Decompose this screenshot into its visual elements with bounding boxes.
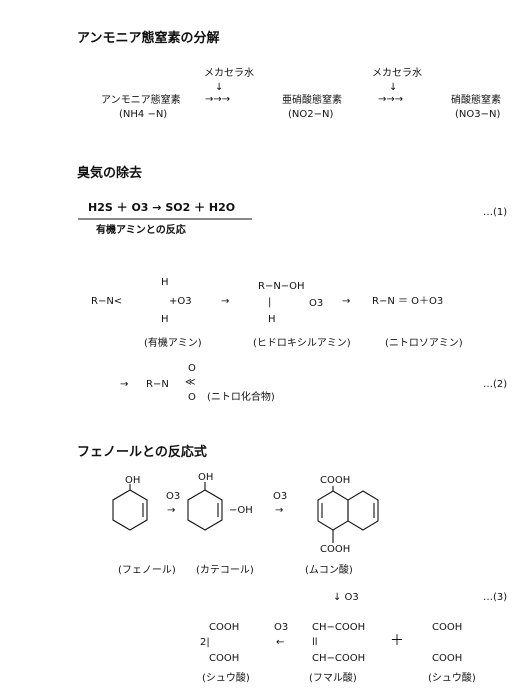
ozone: O3 — [166, 491, 181, 502]
h-atom: H — [161, 314, 169, 325]
reagent-label: メカセラ水 — [372, 68, 422, 79]
amine-subheading: 有機アミンとの反応 — [96, 225, 186, 236]
label-catechol: (カテコール) — [196, 565, 254, 576]
carboxyl-group: COOH — [320, 475, 351, 486]
carboxyl-group: COOH — [320, 544, 351, 555]
carboxyl-group: COOH — [209, 653, 240, 664]
reaction-arrow-left: ← — [276, 637, 285, 648]
ozone: O3 — [309, 298, 324, 309]
section-title-phenol: フェノールとの反応式 — [77, 445, 207, 460]
hydroxyl-group: OH — [198, 472, 214, 483]
nitrite-nitrogen-label: 亜硝酸態窒素 — [282, 95, 342, 106]
reagent-label: メカセラ水 — [204, 68, 254, 79]
ozone: O3 — [274, 622, 289, 633]
muconic-ring-right — [347, 490, 379, 531]
ozone-down-arrow: ↓ O3 — [333, 592, 359, 603]
section-title-ammonia: アンモニア態窒素の分解 — [77, 31, 220, 46]
label-nitrosoamine: (ニトロソアミン) — [385, 338, 463, 349]
label-oxalic-acid: (シュウ酸) — [202, 673, 250, 684]
double-bond: ll — [312, 637, 318, 648]
carboxyl-group: COOH — [432, 622, 463, 633]
label-hydroxylamine: (ヒドロキシルアミン) — [253, 338, 351, 349]
phenol-ring — [112, 489, 148, 531]
down-arrow: ↓ — [389, 82, 398, 93]
reaction-arrow: → — [275, 505, 284, 516]
step-arrow: →→→ — [378, 94, 404, 105]
hydroxyl-group: OH — [125, 475, 141, 486]
equation-number-3: …(3) — [483, 592, 508, 603]
h-atom: H — [268, 314, 276, 325]
plus-sign: ＋ — [390, 633, 404, 649]
plus-ozone: +O3 — [169, 296, 192, 307]
reaction-arrow: → — [221, 296, 230, 307]
nitrite-formula: (NO2−N) — [288, 109, 334, 120]
carboxyl-group: COOH — [209, 622, 240, 633]
h-atom: H — [161, 277, 169, 288]
fumaric-formula: CH−COOH — [312, 653, 366, 664]
nitro-oxygen: O — [188, 392, 196, 403]
nitrate-nitrogen-label: 硝酸態窒素 — [451, 95, 501, 106]
reaction-arrow: → — [120, 379, 129, 390]
nitro-formula: R−N — [146, 379, 169, 390]
hydroxyl-group-side: −OH — [229, 505, 253, 516]
nitro-bond-symbol: ≪ — [185, 377, 196, 388]
carboxyl-group: COOH — [432, 653, 463, 664]
catechol-ring — [187, 489, 223, 531]
equation-number-1: …(1) — [483, 207, 508, 218]
label-oxalic-acid: (シュウ酸) — [428, 673, 476, 684]
down-arrow: ↓ — [215, 82, 224, 93]
reaction-arrow: → — [342, 296, 351, 307]
label-fumaric-acid: (フマル酸) — [309, 673, 357, 684]
single-bond: | — [268, 297, 272, 308]
label-muconic-acid: (ムコン酸) — [305, 565, 353, 576]
label-organic-amine: (有機アミン) — [144, 338, 202, 349]
step-arrow: →→→ — [205, 94, 231, 105]
ammonia-formula: (NH4 −N) — [119, 109, 168, 120]
equation-1: H2S ＋ O3 → SO2 ＋ H2O — [88, 201, 236, 214]
ammonia-nitrogen-label: アンモニア態窒素 — [101, 95, 181, 106]
label-phenol: (フェノール) — [118, 565, 176, 576]
nitrate-formula: (NO3−N) — [455, 109, 501, 120]
hydroxylamine-formula: R−N−OH — [258, 281, 305, 292]
label-nitro-compound: (ニトロ化合物) — [207, 392, 275, 403]
amine-formula: R−N< — [91, 296, 123, 307]
equation-number-2: …(2) — [483, 379, 508, 390]
oxalic-coefficient: 2| — [200, 637, 210, 648]
nitro-oxygen: O — [188, 363, 196, 374]
ozone: O3 — [273, 491, 288, 502]
section-title-odor: 臭気の除去 — [77, 166, 143, 181]
reaction-arrow: → — [167, 505, 176, 516]
fumaric-formula: CH−COOH — [312, 622, 366, 633]
nitrosoamine-formula: R−N ＝ O＋O3 — [372, 296, 444, 307]
